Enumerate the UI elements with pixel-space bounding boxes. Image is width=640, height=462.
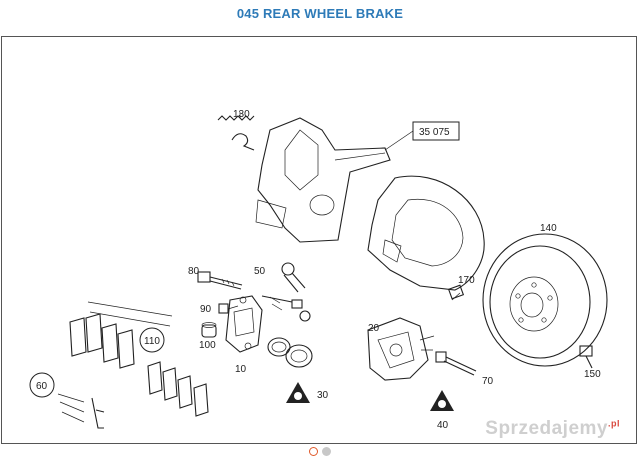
label-170: 170 [458, 275, 475, 286]
part-140-brake-disc [482, 233, 608, 367]
part-70-bolt [435, 351, 477, 376]
diagram-frame [1, 36, 637, 444]
page-title: 045 REAR WHEEL BRAKE [236, 6, 404, 21]
part-50-clip [269, 262, 306, 311]
part-seals [267, 337, 313, 368]
part-170-bolt [447, 284, 465, 301]
label-60: 60 [36, 381, 48, 392]
part-30-symbol [286, 382, 310, 403]
label-110: 110 [144, 336, 160, 347]
watermark: Sprzedajemy.pl [485, 418, 620, 440]
label-150: 150 [584, 369, 601, 380]
part-guide-pins [261, 295, 311, 322]
part-130-spring [217, 112, 255, 151]
part-40-symbol [430, 390, 454, 411]
label-130: 130 [233, 109, 250, 120]
label-30: 30 [317, 390, 329, 401]
watermark-text: Sprzedajemy [485, 418, 608, 439]
label-35075: 35 075 [419, 127, 450, 138]
part-110-brake-pads [69, 301, 209, 417]
part-10-caliper-carrier [225, 295, 263, 353]
part-20-caliper [367, 317, 435, 381]
label-10: 10 [235, 364, 247, 375]
label-100: 100 [199, 340, 216, 351]
part-100-sleeve [201, 322, 217, 338]
part-backing-plate [367, 175, 485, 291]
label-40: 40 [437, 420, 449, 431]
part-knuckle [255, 117, 391, 243]
label-80: 80 [188, 266, 200, 277]
carousel-dot-2[interactable] [322, 447, 331, 456]
part-60-clips [29, 372, 105, 429]
carousel-dot-1[interactable] [309, 447, 318, 456]
part-35075-box [384, 121, 460, 151]
part-150-screw [579, 345, 593, 369]
carousel-indicator [0, 447, 640, 461]
watermark-suffix: .pl [608, 418, 620, 429]
label-140: 140 [540, 223, 557, 234]
part-80-bolt [197, 271, 243, 290]
label-50: 50 [254, 266, 266, 277]
label-90: 90 [200, 304, 212, 315]
label-70: 70 [482, 376, 494, 387]
label-20: 20 [368, 323, 380, 334]
